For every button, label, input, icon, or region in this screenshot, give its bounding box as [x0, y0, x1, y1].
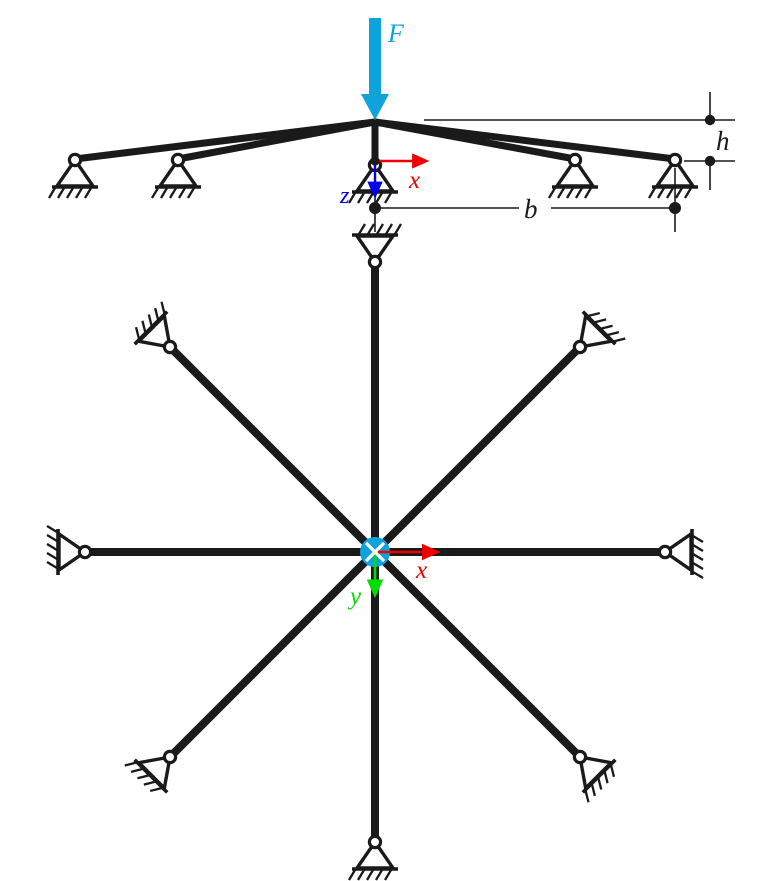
plan-axes	[366, 543, 441, 599]
force-label-F: F	[387, 19, 405, 48]
axis-label-x-plan: x	[415, 557, 427, 584]
hub-force-into-page-icon	[360, 537, 390, 567]
elevation-view: F	[47, 18, 735, 232]
force-arrow-F	[361, 18, 389, 120]
dimension-label-h: h	[716, 126, 730, 156]
spoke-southwest	[167, 549, 378, 760]
elevation-axes	[367, 153, 430, 199]
member-near-left	[177, 118, 376, 163]
plan-view: x y	[45, 222, 705, 881]
dimension-h	[424, 92, 735, 190]
plan-spokes	[85, 262, 665, 842]
dimension-b	[369, 168, 681, 232]
axis-label-z-elevation: z	[339, 183, 350, 209]
spoke-northwest	[167, 344, 378, 555]
spoke-northeast	[372, 344, 583, 555]
axis-label-y-plan: y	[347, 583, 362, 610]
axis-label-x-elevation: x	[408, 167, 420, 194]
elevation-members	[74, 118, 676, 166]
spoke-southeast	[372, 549, 583, 760]
member-far-right	[374, 118, 676, 163]
dimension-label-b: b	[524, 194, 538, 224]
